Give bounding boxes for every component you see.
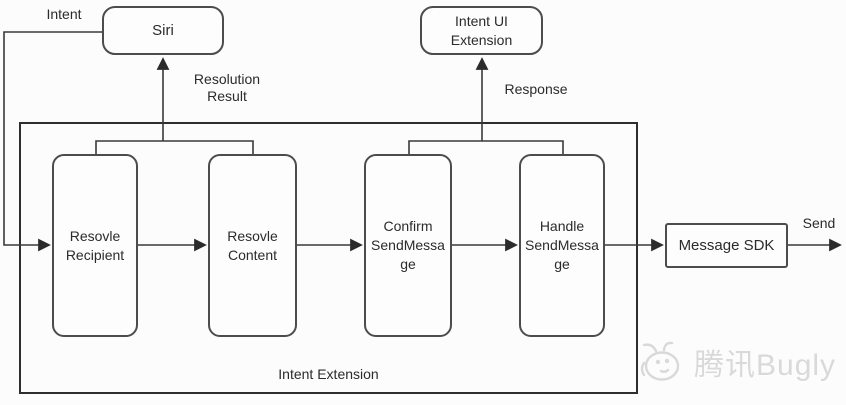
node-resolve-recipient: Resovle Recipient [52, 154, 138, 337]
edge-bracket-response [408, 140, 564, 155]
bugly-watermark-text: 腾讯Bugly [694, 349, 837, 382]
node-handle-sendmessage: Handle SendMessa ge [519, 154, 605, 337]
intent-extension-container-label: Intent Extension [278, 366, 379, 382]
node-message-sdk: Message SDK [665, 223, 788, 268]
resolution-result-edge-label: Resolution Result [193, 71, 261, 104]
intent-edge-label: Intent [46, 6, 82, 22]
bugly-watermark: 腾讯Bugly [638, 336, 836, 388]
node-resolve-content: Resovle Content [208, 154, 297, 337]
bugly-bug-icon [640, 341, 680, 381]
edge-bracket-resolution [95, 140, 254, 155]
node-confirm-sendmessage: Confirm SendMessa ge [364, 154, 452, 337]
node-siri: Siri [102, 6, 224, 55]
edge-intent [3, 31, 102, 252]
node-intent-ui-extension: Intent UI Extension [420, 6, 543, 55]
response-edge-label: Response [504, 81, 568, 97]
intent-extension-container: Intent Extension [19, 122, 638, 394]
send-edge-label: Send [802, 215, 836, 231]
